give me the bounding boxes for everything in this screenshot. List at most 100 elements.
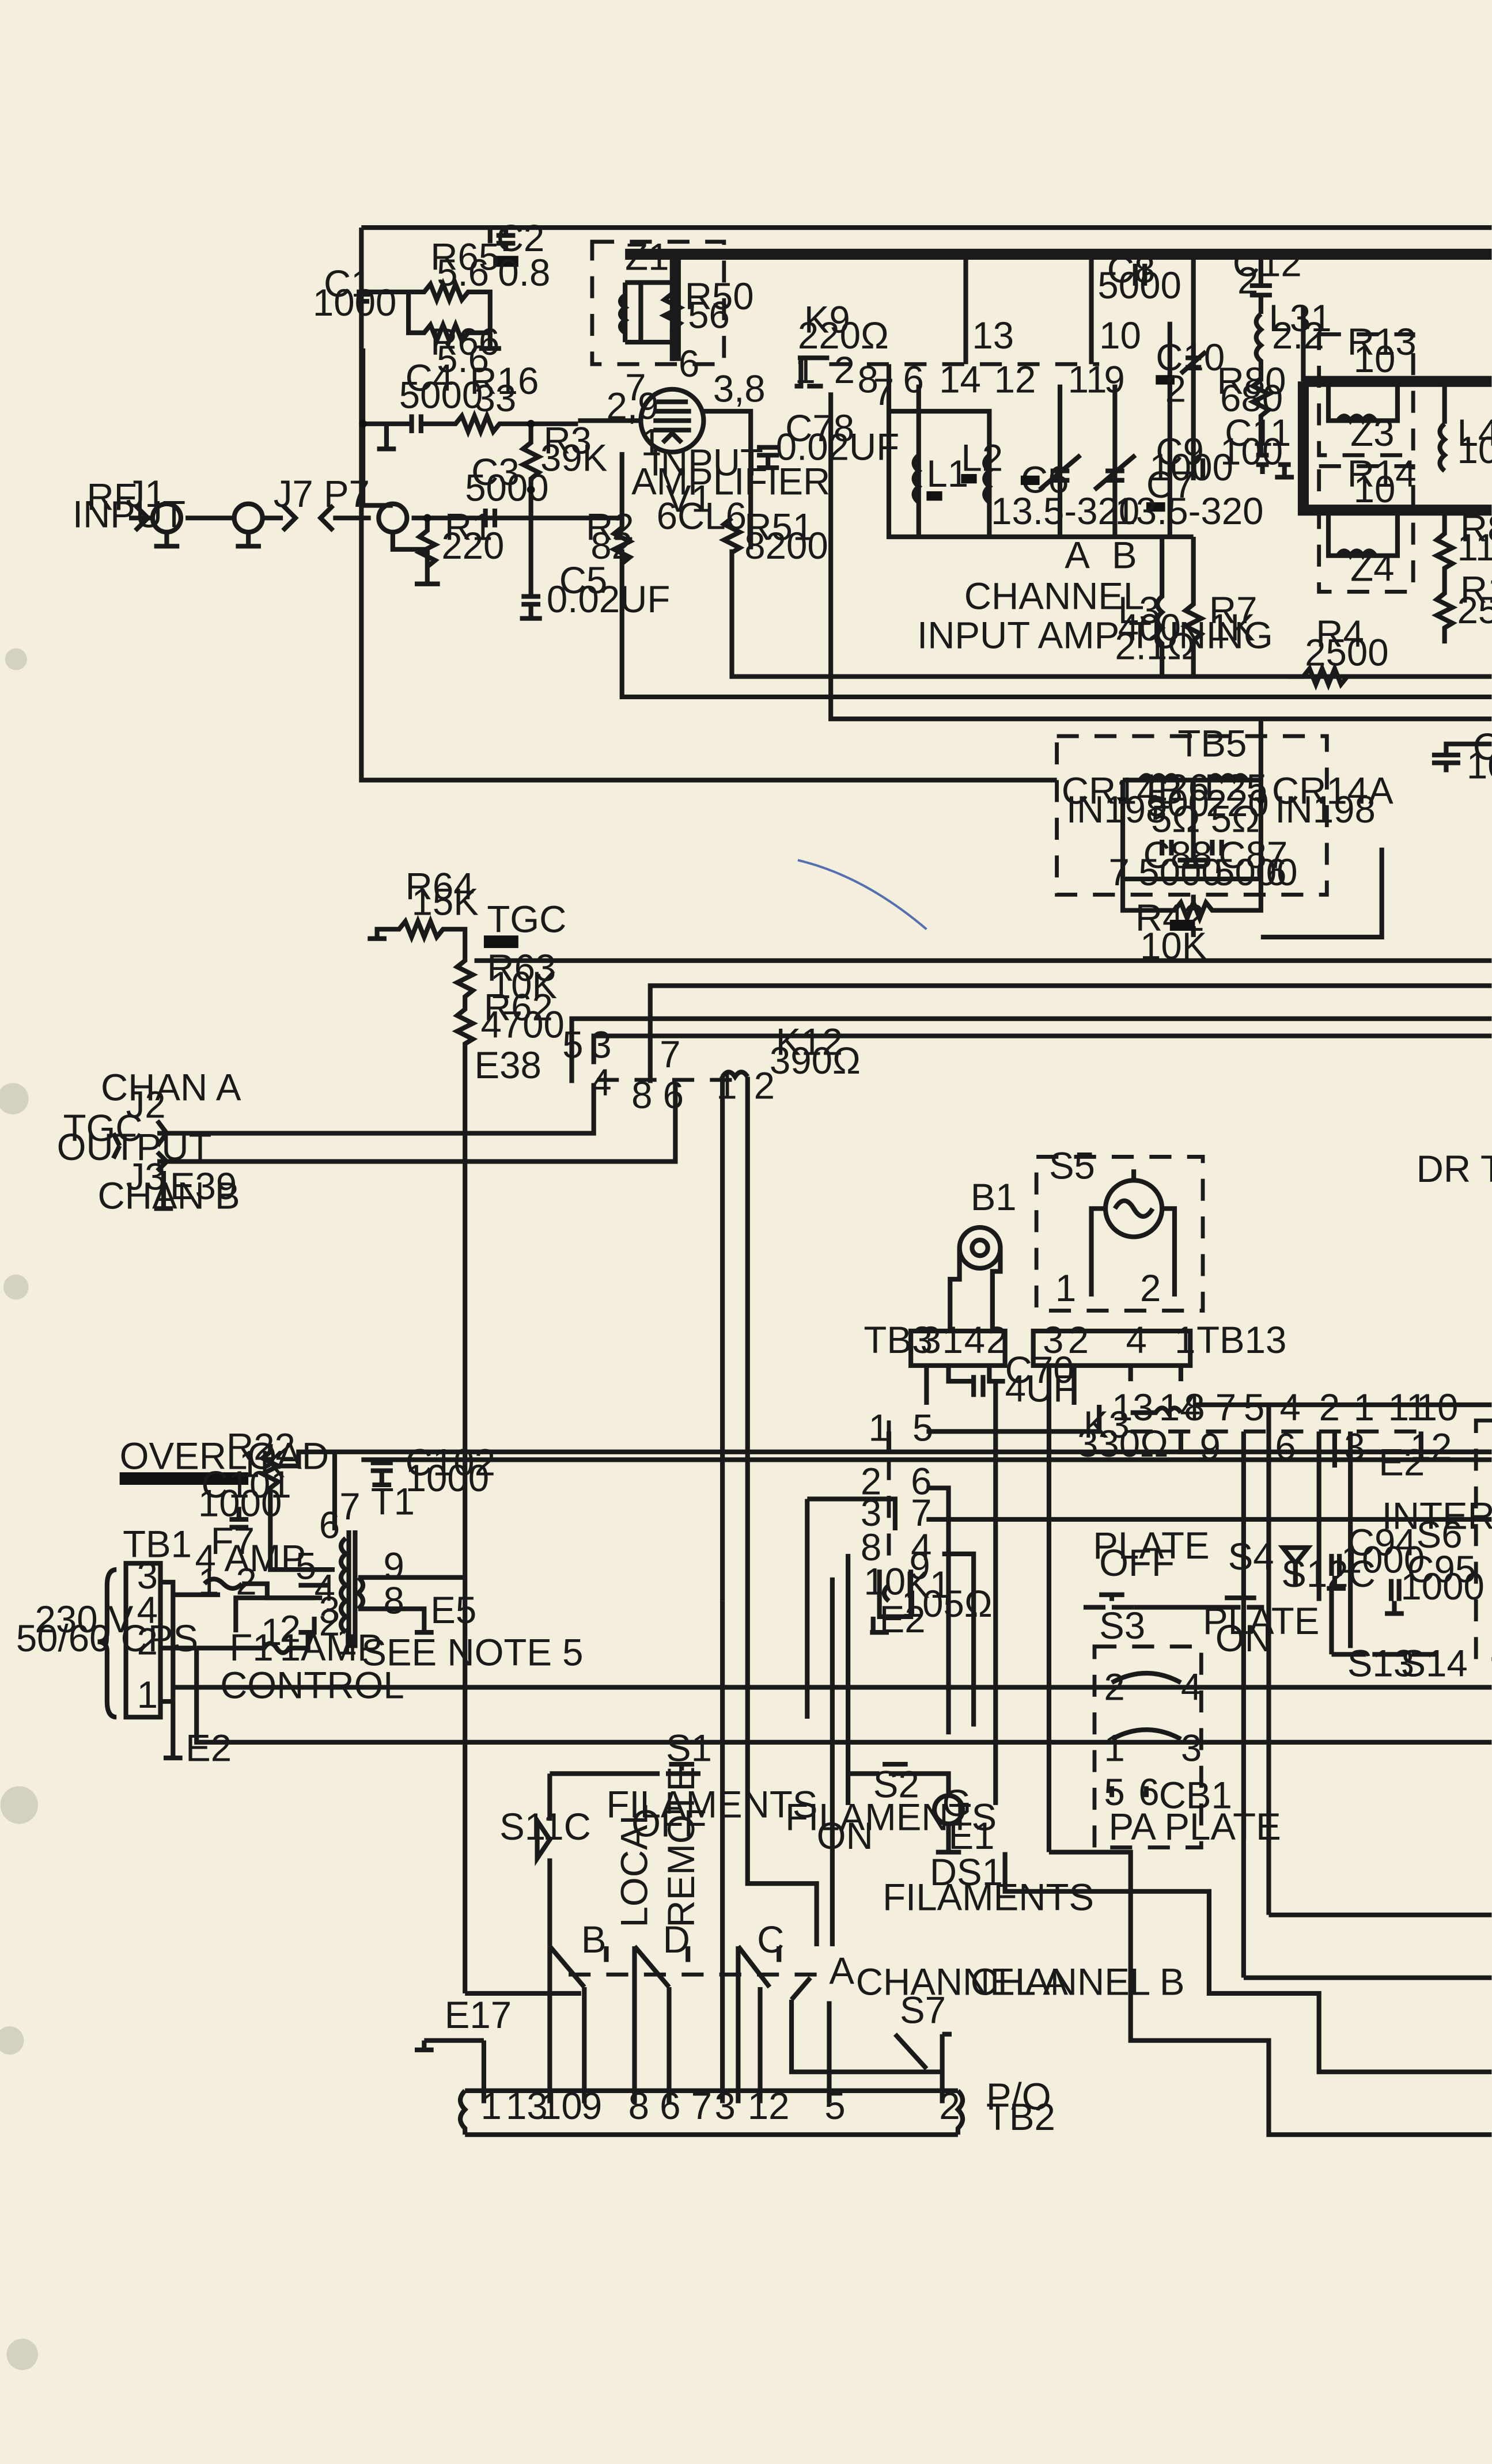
v1-pin-7: 7	[625, 366, 646, 408]
interlock-label: INTERLOCK	[1382, 1495, 1492, 1537]
tb2-pin-8: 12	[748, 2085, 790, 2127]
grid-network: C4 5000 R16 33 R3 39K C3 5000 R1 220 R2 …	[359, 357, 670, 621]
k9-value: 220Ω	[798, 314, 889, 357]
r4-value: 2500	[1305, 631, 1388, 673]
l31-value: 2.2	[1272, 314, 1324, 357]
channel-label: CHANNEL	[964, 575, 1145, 617]
l3-name: L3	[1118, 589, 1160, 631]
c87-name: C87	[1218, 834, 1287, 876]
t1-pin-5: 2	[319, 1602, 340, 1644]
s4-label: S4	[1228, 1536, 1274, 1578]
c11-name: C11	[1225, 412, 1291, 454]
k12-p3: 3	[590, 1024, 611, 1066]
cb1-pin-5: 6	[1138, 1771, 1159, 1813]
r1-value: 220	[441, 525, 504, 567]
v1-pin-38: 3,8	[713, 368, 766, 410]
l31-name: L31	[1268, 297, 1331, 339]
rf-input-label-1: RF	[86, 476, 137, 518]
r62-name: R62	[484, 986, 553, 1028]
k1-pin-0: 1	[869, 1407, 889, 1449]
c8-name: C8	[1107, 249, 1156, 291]
tb3-pin-1: 1	[942, 1319, 963, 1361]
k3-pin-5: 5	[1244, 1386, 1264, 1428]
c88-value: 5000	[1138, 851, 1222, 893]
sw-pin-13: 13	[972, 314, 1014, 357]
tb13-label: TB13	[1196, 1319, 1286, 1361]
tb2-pin-4: 8	[628, 2085, 649, 2127]
tb3-pin-2: 4	[964, 1319, 985, 1361]
tb2-pin-0: 1	[480, 2085, 501, 2127]
c2-name: C2	[497, 217, 545, 259]
k3-pin-12: 10	[1417, 1386, 1459, 1428]
k12-p4: 4	[590, 1062, 611, 1104]
c2-value: 0.8	[498, 252, 550, 294]
c6r-name: C6	[1473, 726, 1492, 768]
v1-input-amplifier-tube: 7 2,9 3,8 6 1 INPUT AMPLIFIER V1 6CL6	[578, 343, 830, 549]
r8-name: R8	[1460, 507, 1492, 549]
k3-pin-2: 8	[1184, 1386, 1205, 1428]
channel-a-label: CHANNEL A	[856, 1961, 1069, 2003]
e17-label: E17	[445, 1994, 512, 2036]
tb13-pin-1: 2	[1068, 1319, 1089, 1361]
k3-pin-0: 13	[1112, 1386, 1154, 1428]
c11-value: 100	[1220, 431, 1283, 473]
tb1-pin-0: 3	[137, 1555, 158, 1597]
tb2-terminal-strip: E17 1 13 10 9 8 6 7 3 12 5 2 P/O TB2	[414, 1601, 1492, 2138]
k1-pin-3: 6	[911, 1460, 931, 1502]
s7-label: S7	[900, 1989, 946, 2031]
k3-name: K3	[1084, 1404, 1130, 1446]
c12-name: C12	[1233, 242, 1302, 285]
tb2-pin-2: 10	[540, 2085, 582, 2127]
s1-label1: FILAMENTS	[606, 1784, 817, 1826]
b1-label: B1	[971, 1176, 1017, 1218]
f7-name: F7	[211, 1520, 255, 1562]
r11-name: R11	[1460, 568, 1492, 611]
cb1-name: CB1	[1159, 1774, 1232, 1816]
tb2-pin-3: 9	[581, 2085, 602, 2127]
c7-value: 13.5-320	[1115, 490, 1263, 532]
tb13-pin-2: 4	[1126, 1319, 1146, 1361]
tb1-pin-2: 2	[137, 1620, 158, 1662]
r14-name: R14	[1347, 453, 1417, 495]
tgc-output: CHAN A J2 TGC OUTPUT J3 E39 CHAN B	[57, 1066, 241, 1216]
l25-v1: 220	[1206, 782, 1268, 824]
tb1-pin-1: 4	[137, 1589, 158, 1631]
tb2-pin-10: 2	[939, 2085, 960, 2127]
t1-pin-1: 6	[319, 1504, 340, 1546]
plate-controls: PLATE OFF S3 S4 PLATE ON S12C C94 1000 C…	[1083, 1418, 1492, 1684]
tgc-section: R64 15K TGC R63 10K R62 4700 E38	[368, 865, 1492, 1996]
k3-pin-11: 11	[1388, 1386, 1427, 1428]
tb2-pin-1: 13	[506, 2085, 548, 2127]
ds1-label: FILAMENTS	[883, 1876, 1094, 1918]
c5-name: C5	[559, 559, 608, 601]
tb2-pin-7: 3	[714, 2085, 735, 2127]
r1-name: R1	[445, 506, 493, 548]
cb1-pin-3: 3	[1181, 1727, 1202, 1769]
l2-label: L2	[961, 437, 1003, 479]
t1-pin-3: 4	[315, 1567, 335, 1609]
t1-pin-4: 3	[319, 1589, 340, 1631]
c8-value: 5000	[1097, 264, 1181, 306]
s2-label2: ON	[817, 1815, 873, 1857]
tb2-label-1: P/O	[986, 2076, 1051, 2118]
cr14a-label: CR14A	[1272, 769, 1393, 812]
cr14a-type: IN198	[1275, 789, 1376, 831]
r3-value: 39K	[540, 437, 607, 479]
k3-pin-6: 4	[1280, 1386, 1301, 1428]
sw-pin-10: 10	[1099, 314, 1141, 357]
s3-label: S3	[1099, 1605, 1145, 1647]
sw-pin-11: 11	[1068, 358, 1107, 400]
ds1-g: G	[942, 1782, 972, 1824]
t1-pin-7: 9	[383, 1545, 404, 1587]
plate-on-l2: ON	[1215, 1617, 1272, 1659]
r50-value: 56	[688, 294, 730, 336]
s14-label: S14	[1400, 1642, 1467, 1684]
r64-value: 15K	[412, 881, 479, 923]
label-b: B	[1112, 534, 1137, 576]
l25-name: L25	[1205, 767, 1267, 809]
v1-line3: V1	[666, 477, 712, 520]
label-a: A	[1065, 534, 1090, 576]
r64-name: R64	[406, 865, 475, 907]
